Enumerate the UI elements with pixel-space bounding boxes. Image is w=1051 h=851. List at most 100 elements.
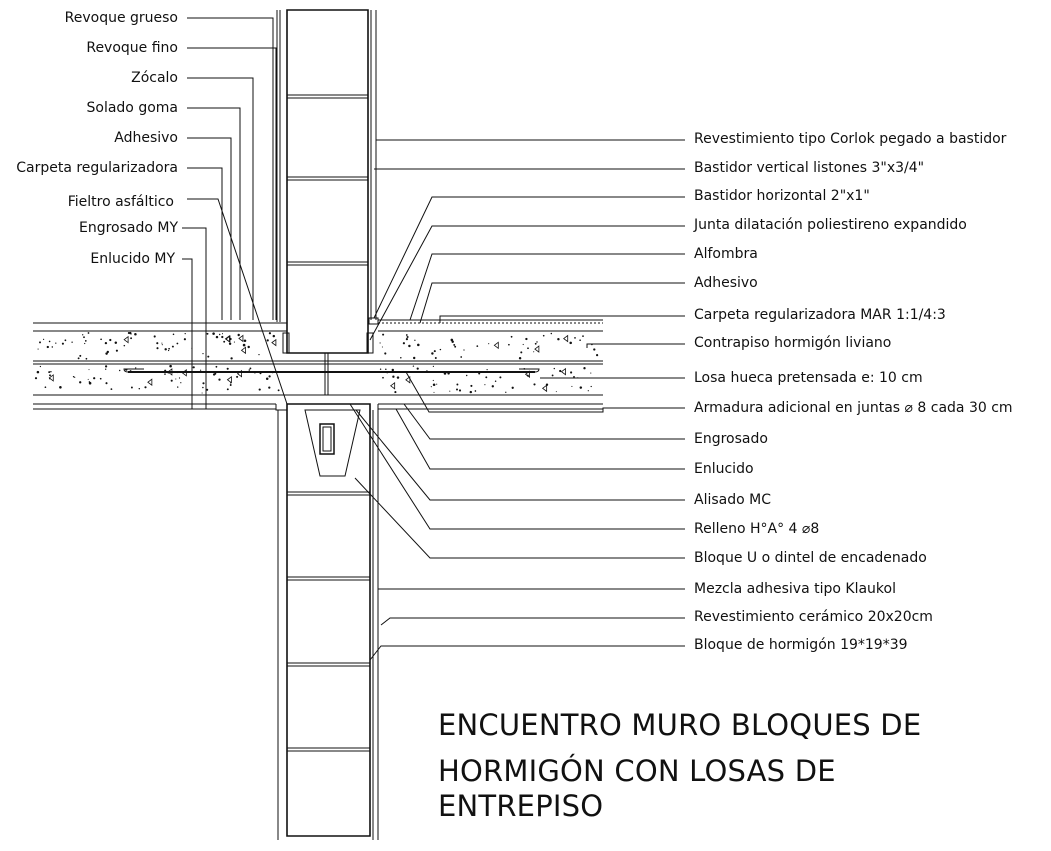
- hatch-dot: [87, 332, 90, 334]
- hatch-dot: [508, 343, 510, 346]
- hatch-dot: [135, 367, 137, 369]
- label-losa-hueca: Losa hueca pretensada e: 10 cm: [694, 370, 923, 386]
- hatch-aggregate: [49, 375, 53, 381]
- hatch-dot: [44, 386, 47, 389]
- hatch-dot: [582, 335, 584, 337]
- hatch-dot: [177, 386, 179, 388]
- hatch-dot: [259, 372, 262, 375]
- hatch-aggregate: [124, 337, 128, 343]
- hatch-dot: [171, 345, 174, 348]
- hatch-dot: [43, 338, 45, 340]
- hatch-dot: [161, 344, 163, 346]
- label-carpeta-mar: Carpeta regularizadora MAR 1:1/4:3: [694, 307, 946, 323]
- hatch-dot: [249, 367, 252, 370]
- hatch-dot: [164, 369, 167, 372]
- hatch-dot: [574, 337, 576, 339]
- hatch-dot: [458, 389, 462, 392]
- hatch-dot: [169, 364, 172, 368]
- hatch-dot: [432, 383, 436, 386]
- hatch-dot: [215, 365, 218, 368]
- hatch-dot: [84, 342, 86, 345]
- hatch-dot: [49, 374, 51, 377]
- label-alisado-mc: Alisado MC: [694, 492, 771, 508]
- hatch-aggregate: [564, 336, 568, 342]
- hatch-dot: [405, 334, 408, 336]
- hatch-dot: [85, 357, 88, 360]
- hatch-dot: [511, 386, 514, 389]
- hatch-dot: [463, 349, 465, 351]
- hatch-dot: [153, 335, 156, 338]
- hatch-dot: [175, 378, 177, 380]
- hatch-dot: [207, 355, 210, 358]
- hatch-dot: [402, 342, 405, 345]
- hatch-dot: [206, 332, 209, 335]
- hatch-dot: [430, 386, 432, 388]
- hatch-dot: [170, 379, 173, 382]
- hatch-dot: [590, 372, 592, 374]
- wall-and-slab-geometry: [33, 10, 603, 840]
- label-zocalo: Zócalo: [131, 70, 178, 86]
- lower-block-wall: [287, 404, 370, 836]
- hatch-dot: [236, 375, 239, 378]
- hatch-dot: [432, 365, 434, 367]
- hatch-dot: [168, 347, 170, 350]
- hatch-dot: [228, 342, 232, 346]
- hatch-dot: [447, 372, 450, 375]
- hatch-aggregate: [225, 336, 229, 342]
- hatch-dot: [48, 340, 51, 343]
- hatch-dot: [221, 333, 224, 335]
- label-revoque-fino: Revoque fino: [86, 40, 178, 56]
- hatch-dot: [455, 388, 459, 391]
- hatch-dot: [138, 387, 141, 390]
- hatch-dot: [272, 334, 276, 338]
- hatch-dot: [573, 376, 575, 378]
- hatch-dot: [105, 368, 107, 370]
- hatch-dot: [456, 383, 459, 386]
- hatch-dot: [226, 367, 229, 370]
- hatch-dot: [176, 371, 179, 374]
- label-enlucido-my: Enlucido MY: [90, 251, 175, 267]
- hatch-dot: [510, 335, 513, 338]
- hatch-dot: [123, 344, 126, 347]
- hatch-dot: [491, 385, 494, 388]
- label-fieltro-asfaltico: Fieltro asfáltico: [67, 194, 174, 210]
- hatch-dot: [167, 349, 170, 352]
- hatch-dot: [229, 384, 232, 386]
- hatch-dot: [59, 386, 62, 389]
- hatch-aggregate: [242, 347, 246, 353]
- hatch-dot: [206, 388, 209, 391]
- hatch-dot: [36, 370, 40, 374]
- drawing-title-line-1: ENCUENTRO MURO BLOQUES DE: [438, 708, 922, 742]
- hatch-dot: [499, 376, 502, 379]
- hatch-dot: [551, 374, 554, 377]
- hatch-dot: [215, 335, 219, 339]
- hatch-dot: [533, 351, 535, 353]
- hatch-dot: [199, 369, 202, 371]
- hatch-dot: [109, 338, 112, 342]
- hatch-dot: [525, 337, 528, 341]
- rebar-hook-right: [519, 369, 539, 372]
- hatch-dot: [271, 370, 274, 374]
- hatch-dot: [172, 333, 175, 336]
- hatch-aggregate: [391, 383, 395, 389]
- hatch-dot: [449, 390, 451, 392]
- hatch-dot: [405, 338, 408, 341]
- hatch-dot: [268, 332, 272, 335]
- hatch-dot: [77, 357, 80, 360]
- hatch-dot: [218, 333, 221, 336]
- hatch-dot: [51, 346, 54, 348]
- hatch-dot: [417, 343, 420, 347]
- hatch-dot: [130, 337, 133, 340]
- hatch-dot: [266, 339, 269, 342]
- hatch-dot: [110, 388, 113, 390]
- label-bastidor-vertical: Bastidor vertical listones 3"x3/4": [694, 160, 925, 176]
- hatch-dot: [258, 388, 261, 391]
- hatch-dot: [379, 342, 381, 344]
- hatch-dot: [523, 368, 526, 370]
- hatch-dot: [527, 347, 529, 350]
- hatch-dot: [555, 391, 557, 393]
- hatch-dot: [542, 334, 545, 337]
- hatch-dot: [382, 376, 384, 379]
- hatch-dot: [460, 356, 463, 358]
- hatch-dot: [478, 372, 481, 375]
